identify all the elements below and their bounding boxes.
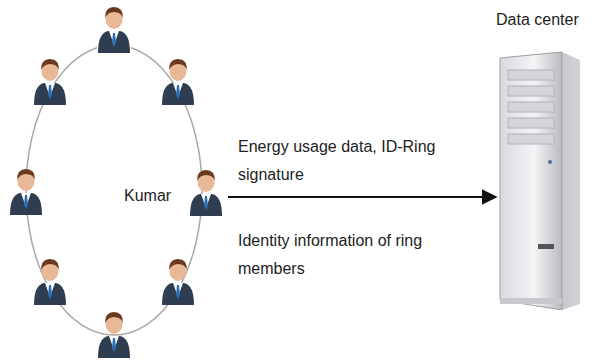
ring-member [162,259,194,305]
ring-member [34,259,66,305]
ring-member [97,7,131,53]
edge-label: Energy usage data, ID-Ring signature [238,133,478,189]
node-heading: Data center [496,6,579,34]
ring-member [98,312,130,358]
server-icon [492,48,582,314]
member-name: Kumar [124,182,171,210]
data-arrow [228,196,496,198]
arrow-note: Identity information of ring members [238,227,478,283]
ring-member [34,59,66,105]
ring-member [10,169,42,215]
server-node: Data center [488,6,592,312]
ring-member [162,59,194,105]
ring-member-node: Kumar [118,164,226,220]
person-icon [188,166,224,220]
